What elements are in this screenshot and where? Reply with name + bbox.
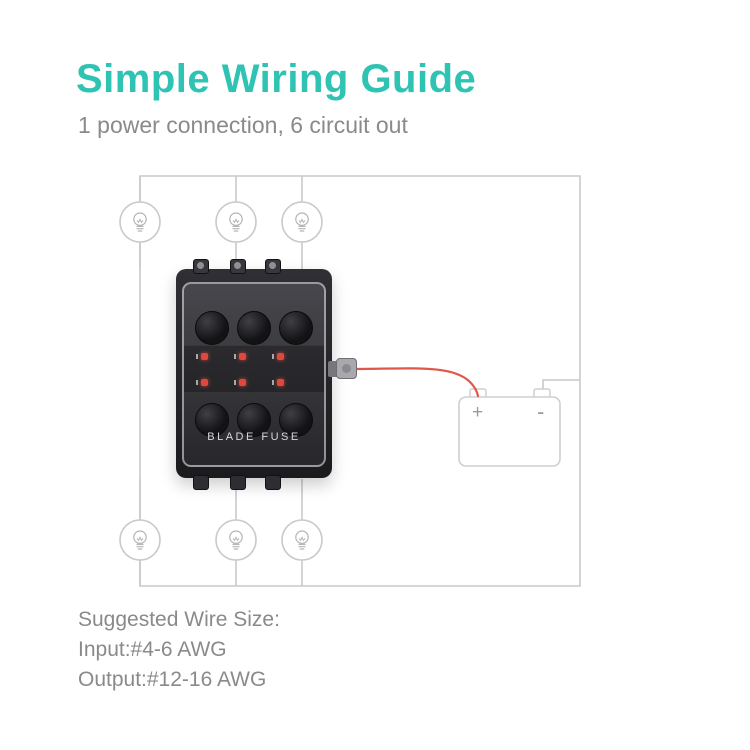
battery-body [458,396,561,467]
light-bulb-icon [281,201,323,243]
light-bulb-icon [119,201,161,243]
input-terminal-screw [265,259,281,274]
wire-size-input: Input:#4-6 AWG [78,638,227,661]
fuse-indicator-led [234,379,246,386]
light-bulb-icon [281,519,323,561]
wire-size-note: Suggested Wire Size: Input:#4-6 AWG Outp… [78,608,280,698]
output-terminal-tab [193,475,209,490]
light-bulb-icon [215,519,257,561]
battery-branch-wire [542,379,580,389]
fuse-indicator-led [196,379,208,386]
wire-size-heading: Suggested Wire Size: [78,608,280,631]
battery-positive-label: + [472,402,484,423]
fuse-indicator-led [272,379,284,386]
fuse-socket [195,403,229,437]
light-bulb-icon [119,519,161,561]
bulbs-top-row [119,201,323,243]
input-terminal-screw [193,259,209,274]
page-title: Simple Wiring Guide [76,57,477,101]
fuse-box-label: BLADE FUSE [207,431,301,443]
main-wire-loop [139,175,581,587]
input-terminal-screw [230,259,246,274]
light-bulb-icon [215,201,257,243]
power-stud-nut [336,358,357,379]
fuse-socket [279,311,313,345]
power-wire-red [348,367,480,398]
fuse-socket [279,403,313,437]
fuse-indicator-led [196,353,208,360]
fuse-indicator-led [234,353,246,360]
fuse-socket [195,311,229,345]
bulbs-bottom-row [119,519,323,561]
fuse-box: BLADE FUSE [176,259,357,490]
battery [458,388,561,467]
fuse-socket [237,403,271,437]
fuse-indicator-led [272,353,284,360]
output-terminal-tab [265,475,281,490]
fuse-socket [237,311,271,345]
battery-negative-label: - [537,399,545,424]
page-subtitle: 1 power connection, 6 circuit out [78,112,408,138]
output-terminal-tab [230,475,246,490]
page-header: Simple Wiring Guide 1 power connection, … [76,56,476,139]
wire-size-output: Output:#12-16 AWG [78,668,267,691]
